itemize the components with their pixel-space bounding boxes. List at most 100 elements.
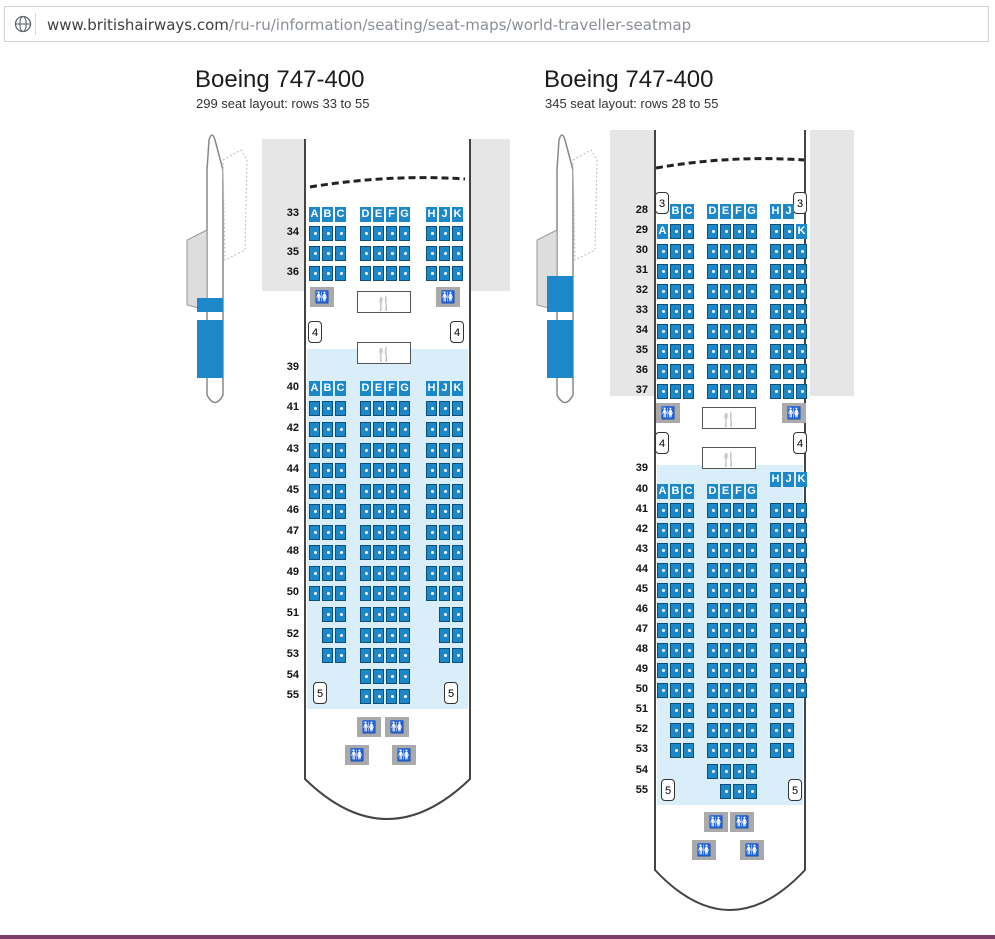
seat[interactable] [733, 723, 744, 738]
seat[interactable] [360, 401, 371, 416]
seat[interactable] [360, 266, 371, 281]
seat[interactable] [657, 543, 668, 558]
seat[interactable] [796, 563, 807, 578]
seat[interactable] [720, 603, 731, 618]
seat[interactable] [707, 543, 718, 558]
seat[interactable] [796, 663, 807, 678]
seat[interactable] [452, 422, 463, 437]
seat[interactable] [733, 663, 744, 678]
seat[interactable] [720, 743, 731, 758]
seat[interactable] [657, 344, 668, 359]
seat[interactable] [426, 443, 437, 458]
seat[interactable] [707, 683, 718, 698]
seat[interactable] [439, 566, 450, 581]
seat[interactable] [783, 663, 794, 678]
seat[interactable] [670, 304, 681, 319]
seat[interactable] [733, 623, 744, 638]
seat[interactable] [783, 503, 794, 518]
seat[interactable] [439, 545, 450, 560]
seat[interactable] [452, 443, 463, 458]
seat[interactable] [335, 484, 346, 499]
seat[interactable] [386, 566, 397, 581]
seat[interactable] [309, 266, 320, 281]
seat[interactable] [322, 525, 333, 540]
seat[interactable] [707, 503, 718, 518]
seat[interactable] [399, 628, 410, 643]
seat[interactable] [322, 401, 333, 416]
seat[interactable] [322, 504, 333, 519]
seat[interactable] [733, 703, 744, 718]
seat[interactable] [707, 264, 718, 279]
seat[interactable] [670, 583, 681, 598]
seat[interactable] [746, 764, 757, 779]
seat[interactable] [746, 643, 757, 658]
seat[interactable] [707, 583, 718, 598]
seat[interactable] [399, 463, 410, 478]
seat[interactable] [360, 525, 371, 540]
seat[interactable] [322, 607, 333, 622]
seat[interactable] [360, 628, 371, 643]
seat[interactable] [373, 246, 384, 261]
seat[interactable] [335, 266, 346, 281]
seat[interactable] [335, 586, 346, 601]
seat[interactable] [657, 284, 668, 299]
seat[interactable] [452, 566, 463, 581]
seat[interactable] [373, 443, 384, 458]
seat[interactable] [373, 586, 384, 601]
seat[interactable] [796, 543, 807, 558]
seat[interactable] [733, 344, 744, 359]
seat[interactable] [796, 344, 807, 359]
seat[interactable] [322, 545, 333, 560]
seat[interactable] [309, 422, 320, 437]
seat[interactable] [452, 525, 463, 540]
seat[interactable] [439, 226, 450, 241]
seat[interactable] [452, 545, 463, 560]
seat[interactable] [707, 663, 718, 678]
seat[interactable] [720, 284, 731, 299]
seat[interactable] [733, 364, 744, 379]
seat[interactable] [426, 566, 437, 581]
seat[interactable] [399, 226, 410, 241]
seat[interactable] [360, 607, 371, 622]
seat[interactable] [707, 764, 718, 779]
seat[interactable] [322, 566, 333, 581]
seat[interactable] [746, 264, 757, 279]
seat[interactable] [796, 623, 807, 638]
seat[interactable] [386, 607, 397, 622]
seat[interactable] [439, 246, 450, 261]
seat[interactable] [399, 566, 410, 581]
seat[interactable] [373, 401, 384, 416]
seat[interactable] [657, 603, 668, 618]
seat[interactable] [770, 623, 781, 638]
seat[interactable] [309, 401, 320, 416]
seat[interactable] [322, 484, 333, 499]
seat[interactable] [746, 723, 757, 738]
seat[interactable] [707, 224, 718, 239]
seat[interactable] [670, 224, 681, 239]
seat[interactable] [746, 563, 757, 578]
seat[interactable] [733, 224, 744, 239]
seat[interactable] [657, 643, 668, 658]
seat[interactable] [657, 523, 668, 538]
seat[interactable] [720, 364, 731, 379]
seat[interactable] [670, 623, 681, 638]
seat[interactable] [399, 648, 410, 663]
seat[interactable] [770, 703, 781, 718]
seat[interactable] [720, 543, 731, 558]
seat[interactable] [426, 504, 437, 519]
seat[interactable] [733, 324, 744, 339]
seat[interactable] [373, 607, 384, 622]
seat[interactable] [452, 266, 463, 281]
seat[interactable] [426, 484, 437, 499]
seat[interactable] [670, 543, 681, 558]
seat[interactable] [309, 226, 320, 241]
seat[interactable] [796, 384, 807, 399]
seat[interactable] [322, 422, 333, 437]
seat[interactable] [322, 246, 333, 261]
seat[interactable] [439, 628, 450, 643]
seat[interactable] [783, 224, 794, 239]
seat[interactable] [770, 264, 781, 279]
seat[interactable] [657, 563, 668, 578]
seat[interactable] [322, 648, 333, 663]
seat[interactable] [720, 623, 731, 638]
